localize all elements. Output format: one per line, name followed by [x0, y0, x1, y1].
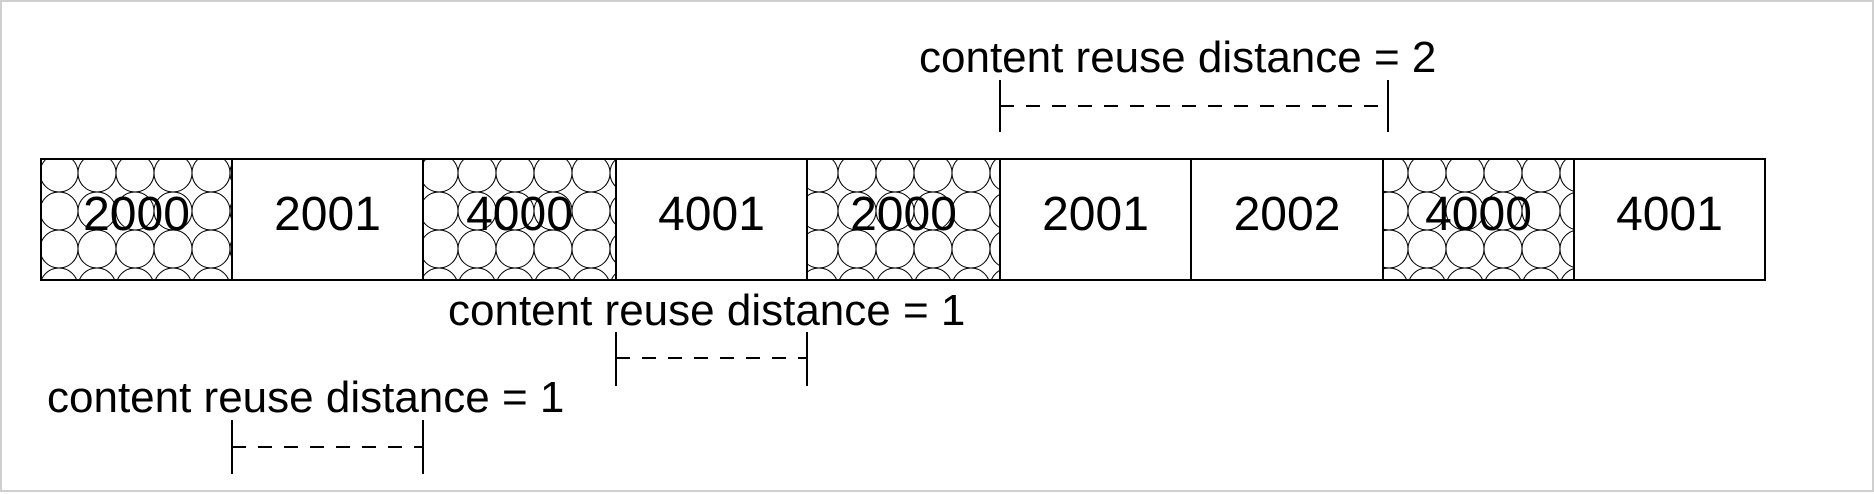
segment-cell: 4001 [1573, 158, 1766, 281]
segment-strip: 2000 2001 4000 4001 2000 [40, 158, 1766, 281]
reuse-annotation-top: content reuse distance = 2 [919, 33, 1436, 132]
segment-cell: 2000 [40, 158, 233, 281]
segment-cell: 4001 [615, 158, 808, 281]
reuse-distance-label: content reuse distance = 2 [919, 33, 1436, 82]
segment-label: 2001 [1042, 188, 1149, 241]
reuse-distance-label: content reuse distance = 1 [47, 373, 564, 422]
reuse-distance-label: content reuse distance = 1 [448, 286, 965, 335]
segment-cell: 2001 [999, 158, 1192, 281]
segment-box [231, 158, 424, 281]
reuse-annotation-bottom: content reuse distance = 1 [47, 373, 564, 474]
segment-cell: 4000 [1382, 158, 1575, 281]
segment-box [999, 158, 1192, 281]
segment-label: 4001 [658, 188, 765, 241]
segment-label: 4001 [1616, 188, 1723, 241]
segment-hatch [1383, 159, 1574, 280]
segment-hatch [807, 159, 1000, 280]
segment-hatch [41, 159, 232, 280]
segment-label: 2000 [850, 188, 957, 241]
segment-hatch [423, 159, 616, 280]
segment-box [615, 158, 808, 281]
segment-box [1573, 158, 1766, 281]
segment-box [1190, 158, 1384, 281]
reuse-annotation-middle: content reuse distance = 1 [448, 286, 965, 386]
segment-label: 2000 [83, 188, 190, 241]
segment-label: 2002 [1234, 188, 1341, 241]
segment-label: 4000 [466, 188, 573, 241]
segment-cell: 2002 [1190, 158, 1384, 281]
segment-label: 2001 [274, 188, 381, 241]
segment-cell: 2000 [806, 158, 1001, 281]
segment-cell: 4000 [422, 158, 617, 281]
segment-label: 4000 [1425, 188, 1532, 241]
segment-cell: 2001 [231, 158, 424, 281]
